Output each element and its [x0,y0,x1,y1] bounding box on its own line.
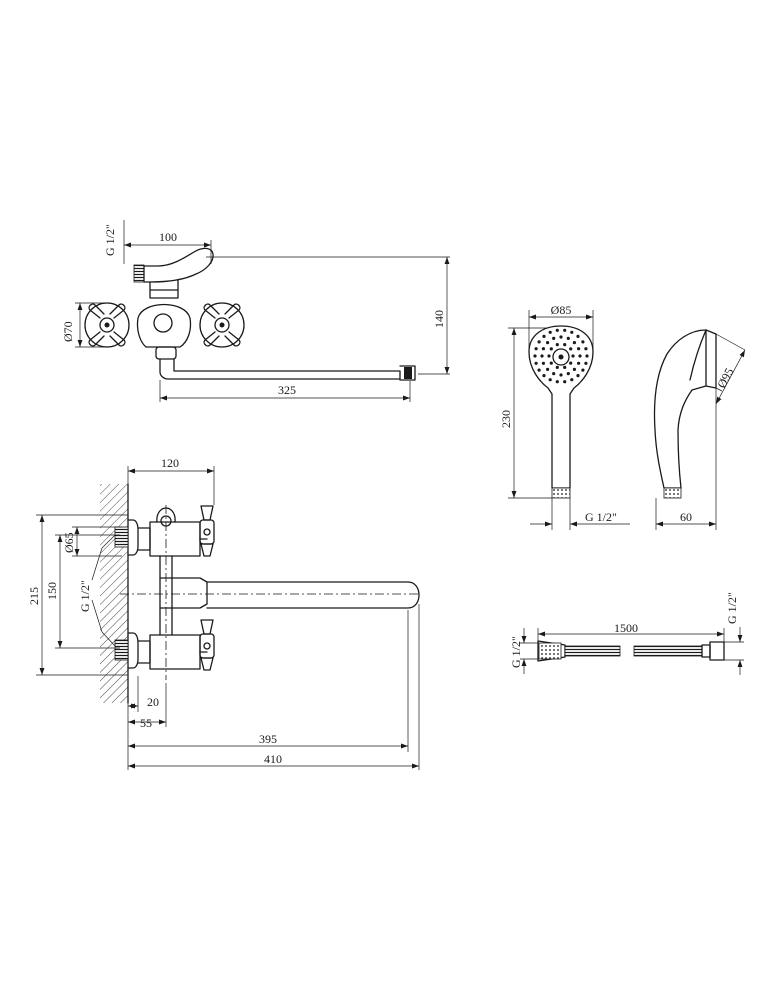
shower-side-outline [653,329,717,499]
shower-hose: 1500 G 1/2" G 1/2" [509,592,744,675]
nozzle-dot [549,347,553,351]
top-mixer-body [133,247,416,381]
shower-head-side: Ø95 60 [653,329,746,530]
nozzle-dot [540,354,544,358]
shower-head-outline [528,325,594,499]
nozzle-dot [581,368,585,372]
nozzle-dot [555,343,559,347]
nozzle-dot [563,343,567,347]
top-handle-left [84,302,130,348]
top-flange-diameter-label: Ø70 [61,321,75,342]
shower-depth-label: 60 [680,510,692,524]
nozzle-dot [584,361,588,365]
nozzle-dot [576,334,580,338]
nozzle-dot [566,372,570,376]
nozzle-dot [555,365,559,369]
shower-side-diameter-label: Ø95 [714,366,736,391]
nozzle-dot [548,378,552,382]
shower-length-label: 230 [499,410,513,428]
top-dimension-lines [75,220,450,402]
side-offset-small-label: 20 [147,695,159,709]
nozzle-dot [581,340,585,344]
side-thread-label: G 1/2" [78,580,92,612]
hose-length-label: 1500 [614,621,638,635]
hose-thread-right-label: G 1/2" [725,592,739,624]
hose-thread-left-label: G 1/2" [509,636,523,668]
nozzle-dot [549,361,553,365]
nozzle-dot [541,347,546,351]
top-handle-right [199,302,245,348]
hose-dimension-lines [520,627,744,675]
nozzle-dot [542,334,546,338]
nozzle-dot [576,374,580,378]
nozzle-dot [537,368,541,372]
side-spout-reach-label: 395 [259,732,277,746]
side-wall [100,483,129,704]
hose-outline [537,640,725,662]
nozzle-dot [555,380,559,384]
nozzle-dot [584,347,588,351]
nozzle-dot [563,380,567,384]
side-flange-diameter-label: Ø65 [62,532,76,553]
side-dimension-lines [36,466,420,770]
top-height-label: 140 [432,310,446,328]
nozzle-dot [533,354,537,358]
top-spout-length-label: 325 [278,383,296,397]
shower-head-dimension-lines [508,310,630,530]
nozzle-dot [577,361,581,365]
nozzle-dot [563,328,567,332]
top-view: G 1/2" 100 Ø70 140 325 [61,220,450,402]
shower-head-diameter-label: Ø85 [551,303,572,317]
side-inlet-spacing-label: 150 [45,582,59,600]
nozzle-dot [570,378,574,382]
side-total-reach-label: 410 [264,752,282,766]
shower-thread-label: G 1/2" [585,510,617,524]
nozzle-dot [546,367,550,371]
side-total-height-label: 215 [27,587,41,605]
nozzle-dot [569,347,573,351]
nozzle-dot [559,335,563,339]
nozzle-dot [578,354,582,358]
nozzle-dot [534,361,538,365]
nozzle-dot [552,336,556,340]
nozzle-dot [541,361,546,365]
nozzle-dot [547,354,551,358]
shower-nozzles [533,328,589,384]
nozzle-dot [546,341,550,345]
nozzle-dot [534,347,538,351]
nozzle-dot [572,341,577,345]
nozzle-dot [566,336,570,340]
nozzle-dot [548,330,552,334]
nozzle-dot [570,330,574,334]
nozzle-dot [542,374,546,378]
side-offset-label: 55 [140,716,152,730]
top-thread-label: G 1/2" [103,224,117,256]
nozzle-dot [537,340,541,344]
nozzle-dot [563,365,567,369]
side-mixer-body [114,507,420,670]
side-view: 120 215 150 Ø65 G 1/2" 20 55 395 410 [27,456,420,770]
nozzle-dot [572,367,577,371]
nozzle-dot [555,328,559,332]
shower-head-front: Ø85 230 G 1/2" [499,303,630,530]
side-projection-label: 120 [161,456,179,470]
nozzle-dot [577,347,581,351]
nozzle-dot [559,373,563,377]
nozzle-dot [552,372,556,376]
side-handle-lower [199,619,215,671]
side-handle-upper [199,505,215,557]
nozzle-dot [585,354,589,358]
top-eccentric-label: 100 [159,230,177,244]
nozzle-dot [571,354,575,358]
shower-side-dimension-lines [655,333,746,530]
nozzle-dot [569,361,573,365]
